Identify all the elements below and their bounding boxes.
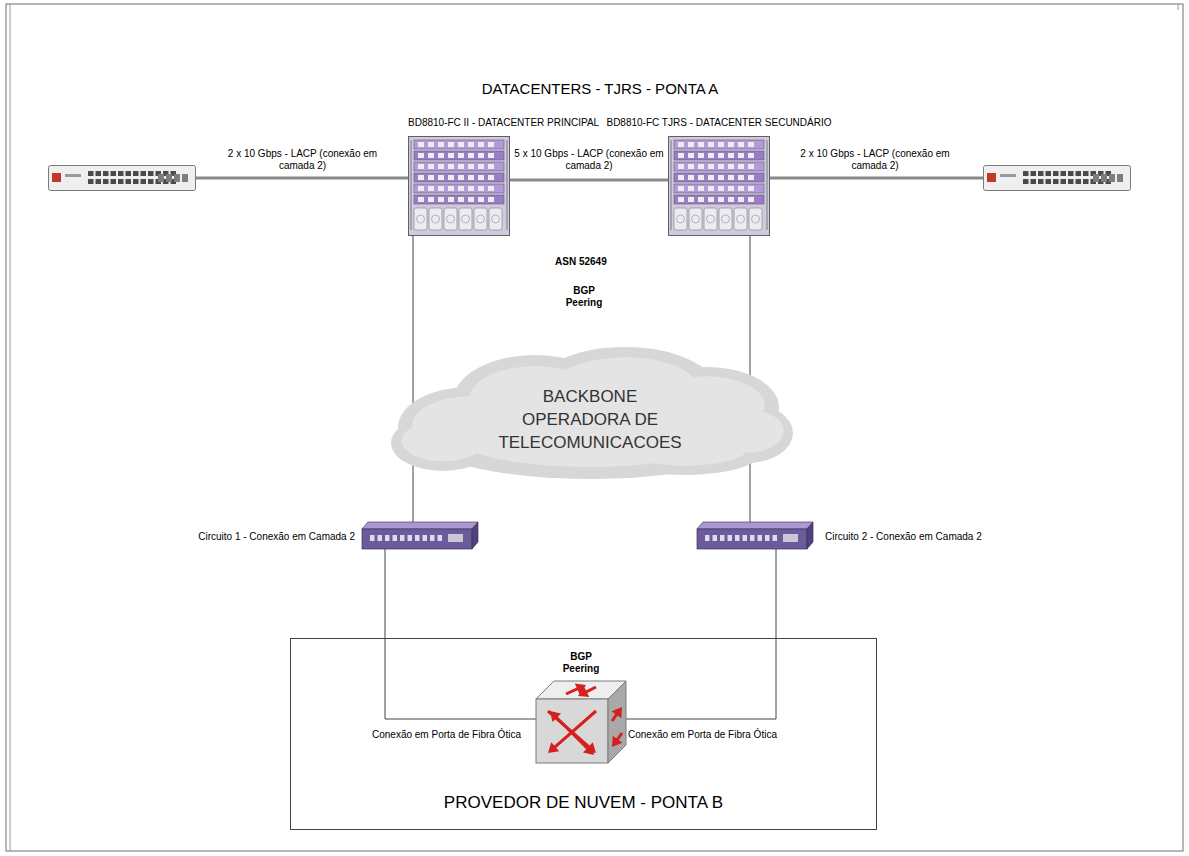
link-label: Conexão em Porta de Fibra Ótica	[628, 729, 777, 741]
access-switch-art	[48, 165, 196, 191]
link-label: Conexão em Porta de Fibra Ótica	[372, 729, 521, 741]
node-label: BD8810-FC TJRS - DATACENTER SECUNDÁRIO	[606, 117, 831, 129]
link-line	[196, 177, 408, 180]
border-line	[10, 4, 11, 851]
core-switch: BD8810-FC II - DATACENTER PRINCIPAL	[408, 136, 510, 236]
core-switch-art	[668, 136, 770, 236]
link-label: 2 x 10 Gbps - LACP (conexão em camada 2)	[800, 148, 950, 172]
node-label: Circuito 2 - Conexão em Camada 2	[825, 531, 982, 543]
outer-border	[6, 4, 1183, 851]
access-switch	[48, 165, 196, 191]
circuit-device: Circuito 1 - Conexão em Camada 2	[362, 522, 478, 549]
node-label: Circuito 1 - Conexão em Camada 2	[198, 531, 355, 543]
link-label: 2 x 10 Gbps - LACP (conexão em camada 2)	[225, 148, 380, 172]
text-label: ASN 52649	[555, 256, 607, 268]
circuit-device: Circuito 2 - Conexão em Camada 2	[697, 522, 813, 549]
node-label: BD8810-FC II - DATACENTER PRINCIPAL	[408, 117, 599, 129]
text-label: BGP Peering	[561, 285, 607, 309]
diagram-title: DATACENTERS - TJRS - PONTA A	[300, 80, 900, 98]
link-line	[385, 549, 536, 719]
link-line	[626, 549, 776, 719]
core-switch: BD8810-FC TJRS - DATACENTER SECUNDÁRIO	[668, 136, 770, 236]
node-label: PROVEDOR DE NUVEM - PONTA B	[444, 793, 723, 813]
node-label: BGP Peering	[558, 651, 604, 675]
backbone-cloud: BACKBONE OPERADORA DE TELECOMUNICACOES	[385, 345, 795, 480]
circuit-device-art	[697, 522, 813, 549]
access-switch-art	[983, 165, 1131, 191]
circuit-device-art	[362, 522, 478, 549]
link-line	[413, 236, 414, 522]
access-switch	[983, 165, 1131, 191]
core-switch-art	[408, 136, 510, 236]
node-label: BACKBONE OPERADORA DE TELECOMUNICACOES	[490, 385, 690, 454]
router-cube-art	[536, 681, 626, 763]
link-line	[770, 177, 983, 180]
link-line	[510, 179, 668, 182]
router-cube: BGP Peering	[536, 681, 626, 763]
link-label: 5 x 10 Gbps - LACP (conexão em camada 2)	[514, 148, 664, 172]
border-tick	[1178, 4, 1179, 10]
